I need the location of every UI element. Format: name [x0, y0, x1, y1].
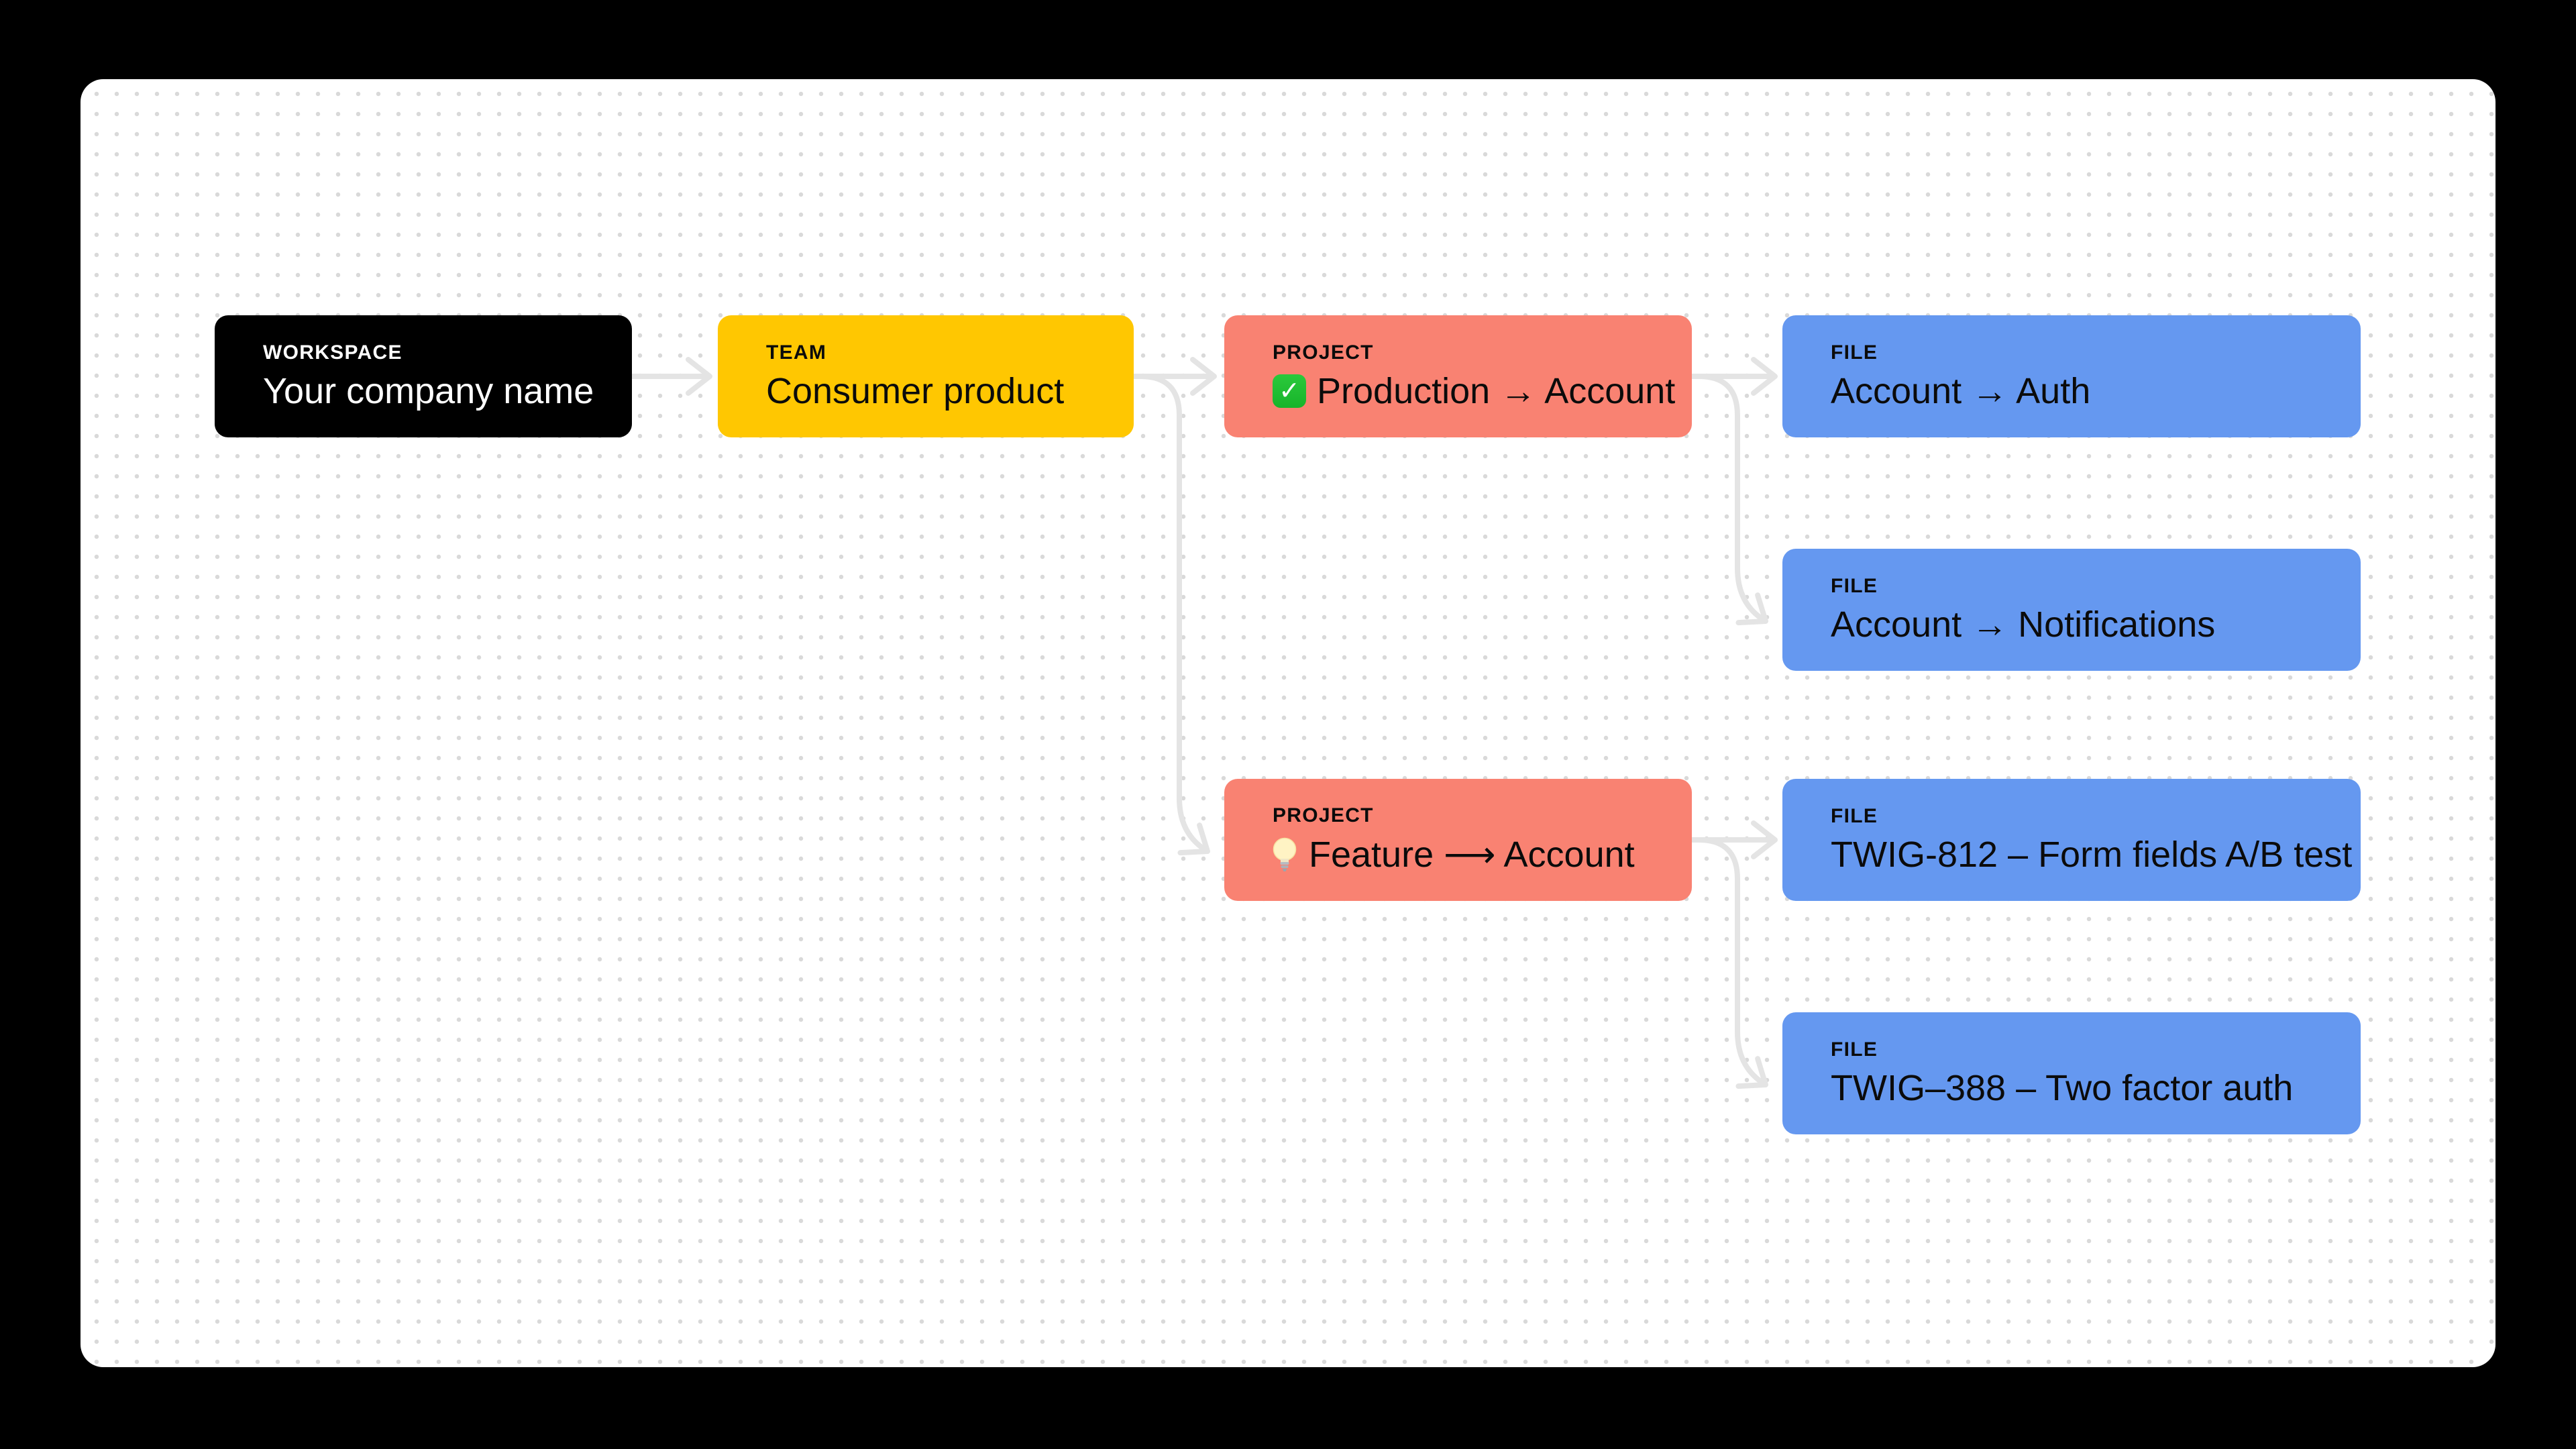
- workspace-type-label: WORKSPACE: [263, 341, 402, 364]
- file-type-label: FILE: [1831, 341, 1878, 364]
- file-node-auth[interactable]: FILE Account → Auth: [1782, 315, 2361, 437]
- file-twig-388-title: TWIG–388 – Two factor auth: [1831, 1067, 2294, 1108]
- bulb-icon: [1273, 837, 1297, 871]
- project-node-feature[interactable]: PROJECT Feature ⟶ Account: [1224, 779, 1692, 901]
- check-icon: [1273, 374, 1306, 408]
- file-node-twig-388[interactable]: FILE TWIG–388 – Two factor auth: [1782, 1012, 2361, 1134]
- team-node[interactable]: TEAM Consumer product: [718, 315, 1134, 437]
- project-node-production[interactable]: PROJECT Production → Account: [1224, 315, 1692, 437]
- workspace-node[interactable]: WORKSPACE Your company name: [215, 315, 632, 437]
- file-auth-title: Account → Auth: [1831, 370, 2091, 411]
- project-feature-title: Feature ⟶ Account: [1273, 835, 1692, 874]
- file-type-label: FILE: [1831, 1038, 1878, 1061]
- team-title: Consumer product: [766, 370, 1065, 411]
- file-node-notifications[interactable]: FILE Account → Notifications: [1782, 549, 2361, 671]
- project-type-label: PROJECT: [1273, 341, 1374, 364]
- file-type-label: FILE: [1831, 804, 1878, 827]
- workspace-title: Your company name: [263, 370, 594, 411]
- canvas-board[interactable]: [80, 79, 2496, 1367]
- project-type-label: PROJECT: [1273, 804, 1374, 826]
- project-production-title: Production → Account: [1273, 372, 1692, 411]
- file-type-label: FILE: [1831, 574, 1878, 597]
- file-node-twig-812[interactable]: FILE TWIG-812 – Form fields A/B test: [1782, 779, 2361, 901]
- team-type-label: TEAM: [766, 341, 827, 364]
- file-twig-812-title: TWIG-812 – Form fields A/B test: [1831, 834, 2353, 875]
- file-notifications-title: Account → Notifications: [1831, 604, 2216, 645]
